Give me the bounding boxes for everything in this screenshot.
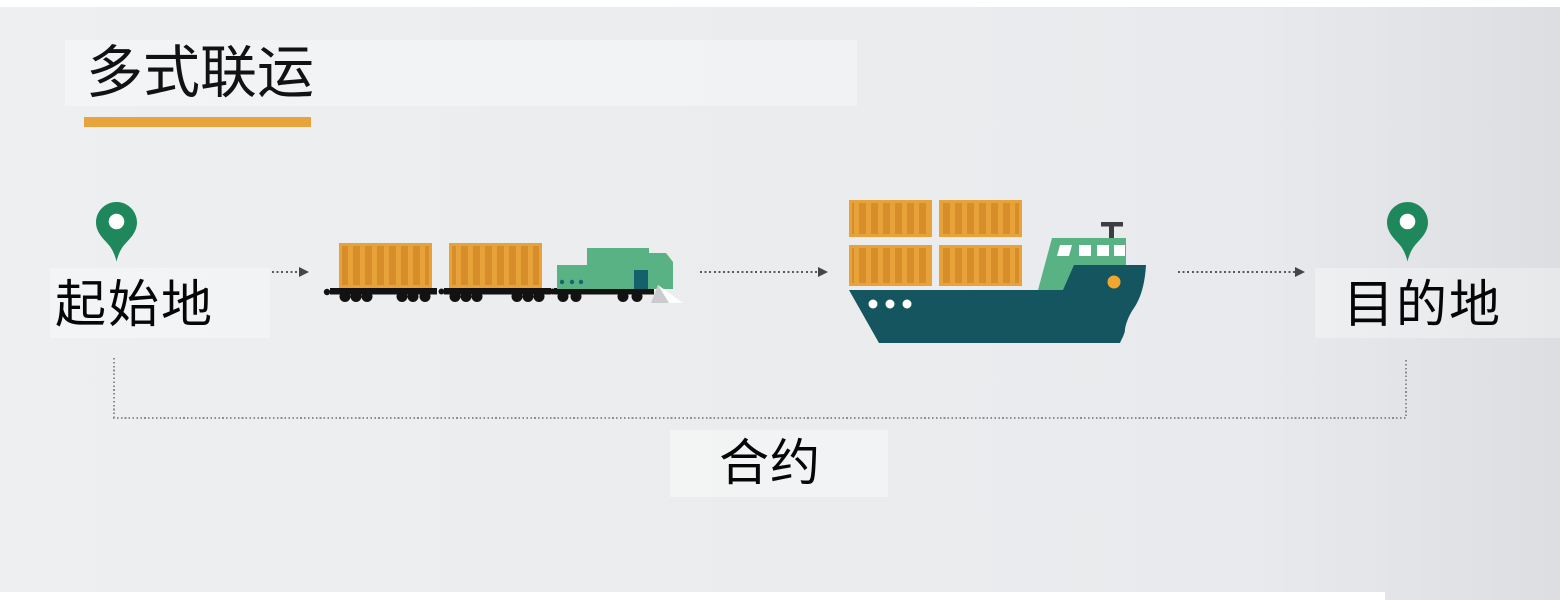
title-band [65,40,857,106]
origin-label: 起始地 [55,276,215,333]
slide-top-edge [0,0,1560,7]
contract-label: 合约 [719,435,821,491]
dashed-line [272,271,299,273]
arrowhead-icon [299,267,309,277]
contract-bracket-bottom [113,417,1406,419]
freight-train-icon [323,243,683,303]
contract-label-band [670,430,888,497]
slide-bottom-edge [0,592,1385,600]
destination-pin-icon [1387,202,1428,262]
destination-label-band [1315,268,1560,338]
title-underline [84,117,311,127]
dashed-line [700,271,818,273]
dashed-line [1178,271,1295,273]
destination-label: 目的地 [1343,276,1503,333]
ship-containers [849,200,1022,286]
container-ship-icon [849,200,1146,343]
origin-label-band [50,268,270,338]
arrowhead-icon [818,267,828,277]
contract-bracket-right [1405,360,1407,418]
arrowhead-icon [1295,267,1305,277]
page-title: 多式联运 [86,41,314,105]
origin-pin-icon [96,202,137,262]
contract-bracket-left [113,358,115,418]
